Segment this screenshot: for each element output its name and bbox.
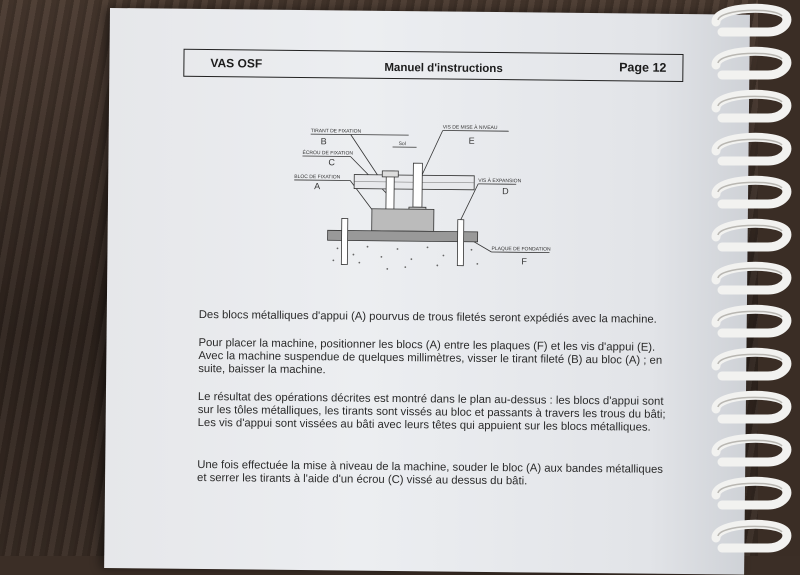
header-model: VAS OSF — [210, 56, 262, 71]
label-bloc: BLOC DE FIXATION — [294, 174, 340, 180]
label-tirant: TIRANT DE FIXATION — [311, 128, 362, 135]
paragraph-3: Le résultat des opérations décrites est … — [198, 391, 708, 435]
label-plaque-letter: F — [521, 256, 527, 266]
label-ecrou: ÉCROU DE FIXATION — [302, 149, 353, 157]
foundation-diagram: TIRANT DE FIXATION B ÉCROU DE FIXATION C… — [287, 122, 559, 285]
spiral-binding — [708, 0, 800, 556]
label-ecrou-letter: C — [328, 157, 335, 167]
label-vis-expansion: VIS À EXPANSION — [478, 177, 521, 184]
label-sol: Sol — [399, 141, 406, 147]
paragraph-2: Pour placer la machine, positionner les … — [198, 337, 708, 381]
header-page-number: Page 12 — [619, 60, 666, 74]
label-tirant-letter: B — [321, 136, 327, 146]
header-title: Manuel d'instructions — [384, 62, 503, 75]
label-plaque: PLAQUE DE FONDATION — [491, 246, 551, 253]
label-bloc-letter: A — [314, 181, 320, 191]
manual-page: VAS OSF Manuel d'instructions Page 12 TI… — [104, 8, 750, 575]
paragraph-1: Des blocs métalliques d'appui (A) pourvu… — [199, 309, 709, 327]
page-header: VAS OSF Manuel d'instructions Page 12 — [183, 49, 683, 82]
label-vis-expansion-letter: D — [502, 186, 509, 196]
paragraph-4: Une fois effectuée la mise à niveau de l… — [197, 459, 707, 490]
label-vis-niveau: VIS DE MISE À NIVEAU — [443, 123, 498, 131]
label-vis-niveau-letter: E — [469, 136, 475, 146]
